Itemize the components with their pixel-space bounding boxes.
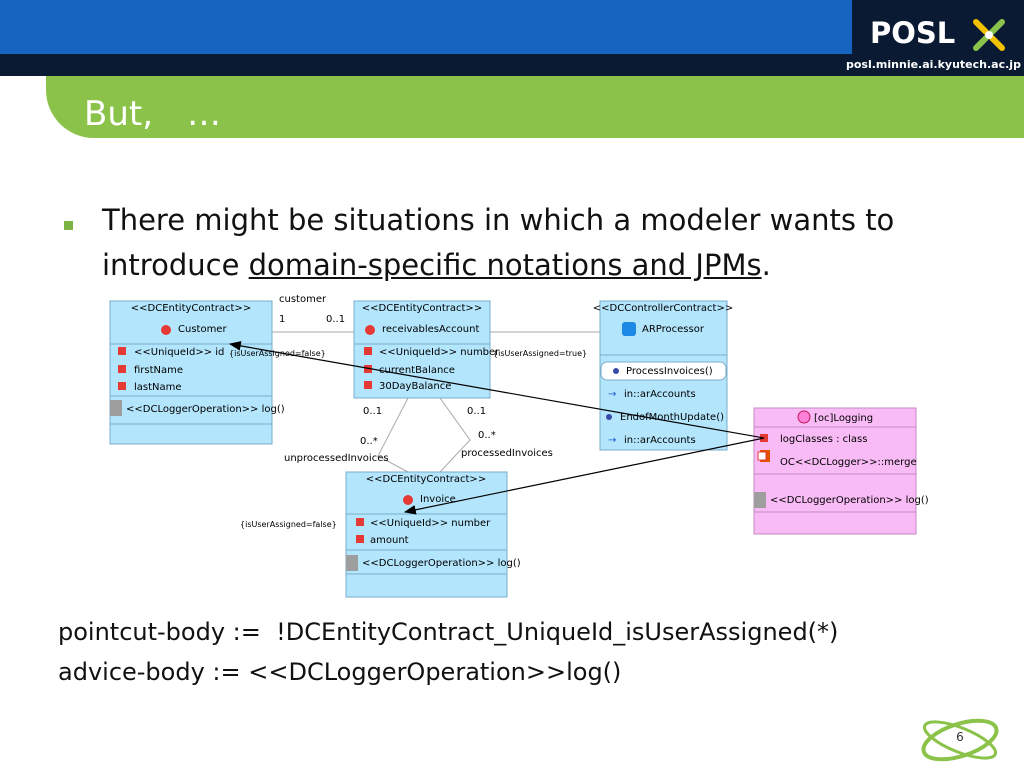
label-mult-star2: 0..* — [478, 430, 496, 441]
attribute-icon — [364, 365, 372, 373]
processor-name: ARProcessor — [642, 324, 705, 335]
customer-stereotype: <<DCEntityContract>> — [131, 303, 251, 314]
entity-icon — [403, 495, 413, 505]
controller-icon — [622, 322, 636, 336]
assoc-processed — [439, 397, 471, 473]
bullet-text-underlined: domain-specific notations and JPMs — [248, 248, 762, 282]
unique-id-icon — [118, 347, 126, 355]
arrow-right-icon: → — [608, 435, 616, 446]
arrow-to-customer-id — [228, 341, 765, 439]
label-unprocessed: unprocessedInvoices — [284, 453, 389, 464]
slide-title: But, … — [84, 94, 222, 134]
tag-userassigned-false-2: {isUserAssigned=false} — [240, 520, 337, 529]
operation-icon — [613, 368, 619, 374]
label-mult-1: 1 — [279, 314, 285, 325]
customer-attr-0: <<UniqueId>> id — [134, 347, 224, 358]
logo-text: POSL — [870, 16, 956, 50]
entity-icon — [365, 325, 375, 335]
processor-op-1: in::arAccounts — [624, 389, 696, 400]
account-name: receivablesAccount — [382, 324, 479, 335]
entity-icon — [161, 325, 171, 335]
invoice-attr-0: <<UniqueId>> number — [370, 518, 491, 529]
tag-userassigned-false-1: {isUserAssigned=false} — [229, 349, 326, 358]
processor-op-3: in::arAccounts — [624, 435, 696, 446]
invoice-stereotype: <<DCEntityContract>> — [366, 474, 486, 485]
bullet-text-before: There might be situations in which a mod… — [102, 203, 895, 282]
operation-icon — [754, 492, 766, 508]
class-customer[interactable]: <<DCEntityContract>> Customer <<UniqueId… — [109, 300, 285, 445]
title-bar — [46, 76, 1024, 138]
pointcut-body: pointcut-body := !DCEntityContract_Uniqu… — [58, 618, 839, 646]
processor-op-2: EndofMonthUpdate() — [620, 412, 724, 423]
logo-x-icon — [973, 19, 1005, 51]
invoice-op: <<DCLoggerOperation>> log() — [362, 558, 521, 569]
logging-attr-1: OC<<DCLogger>>::merge — [780, 457, 917, 468]
processor-op-0: ProcessInvoices() — [626, 366, 713, 377]
account-attr-2: 30DayBalance — [379, 381, 451, 392]
code-block: pointcut-body := !DCEntityContract_Uniqu… — [58, 612, 838, 692]
header-strip — [0, 54, 1024, 76]
arrow-right-icon: → — [608, 389, 616, 400]
bullet-marker — [64, 221, 73, 230]
bullet-text-after: . — [761, 248, 771, 282]
class-logging[interactable]: [oc]Logging logClasses : class OC<<DCLog… — [753, 407, 929, 535]
logging-op: <<DCLoggerOperation>> log() — [770, 495, 929, 506]
arrow-to-invoice-number — [403, 437, 765, 515]
account-attr-1: currentBalance — [379, 365, 455, 376]
tag-userassigned-true: {isUserAssigned=true} — [493, 349, 587, 358]
operation-icon — [606, 414, 612, 420]
label-mult-01a: 0..1 — [326, 314, 345, 325]
account-attr-0: <<UniqueId>> number — [379, 347, 500, 358]
operation-icon — [110, 400, 122, 416]
invoice-name: Invoice — [420, 494, 456, 505]
label-processed: processedInvoices — [461, 448, 553, 459]
attribute-icon — [364, 381, 372, 389]
advice-body: advice-body := <<DCLoggerOperation>>log(… — [58, 658, 622, 686]
logging-attr-0: logClasses : class — [780, 434, 867, 445]
customer-attr-1: firstName — [134, 365, 183, 376]
class-receivables-account[interactable]: <<DCEntityContract>> receivablesAccount … — [353, 300, 500, 399]
page-ornament-icon — [921, 718, 999, 762]
processor-stereotype: <<DCControllerContract>> — [593, 303, 733, 314]
logo-url: posl.minnie.ai.kyutech.ac.jp — [846, 58, 1021, 71]
attribute-icon — [118, 365, 126, 373]
merge-overlay-icon — [757, 451, 767, 461]
attribute-icon — [356, 535, 364, 543]
assoc-unprocessed — [377, 397, 409, 473]
account-stereotype: <<DCEntityContract>> — [362, 303, 482, 314]
attribute-icon — [118, 382, 126, 390]
unique-id-icon — [364, 347, 372, 355]
label-mult-star1: 0..* — [360, 436, 378, 447]
aspect-icon — [797, 410, 811, 424]
page-number: 6 — [956, 730, 964, 744]
logging-name: [oc]Logging — [814, 413, 873, 424]
customer-name: Customer — [178, 324, 227, 335]
customer-attr-2: lastName — [134, 382, 182, 393]
operation-icon — [346, 555, 358, 571]
label-customer-role: customer — [279, 294, 327, 305]
class-ar-processor[interactable]: <<DCControllerContract>> ARProcessor Pro… — [593, 300, 733, 451]
class-invoice[interactable]: <<DCEntityContract>> Invoice <<UniqueId>… — [345, 471, 521, 598]
label-mult-01b: 0..1 — [363, 406, 382, 417]
invoice-attr-1: amount — [370, 535, 409, 546]
label-mult-01c: 0..1 — [467, 406, 486, 417]
unique-id-icon — [356, 518, 364, 526]
bullet-text: There might be situations in which a mod… — [102, 198, 982, 288]
customer-op: <<DCLoggerOperation>> log() — [126, 404, 285, 415]
